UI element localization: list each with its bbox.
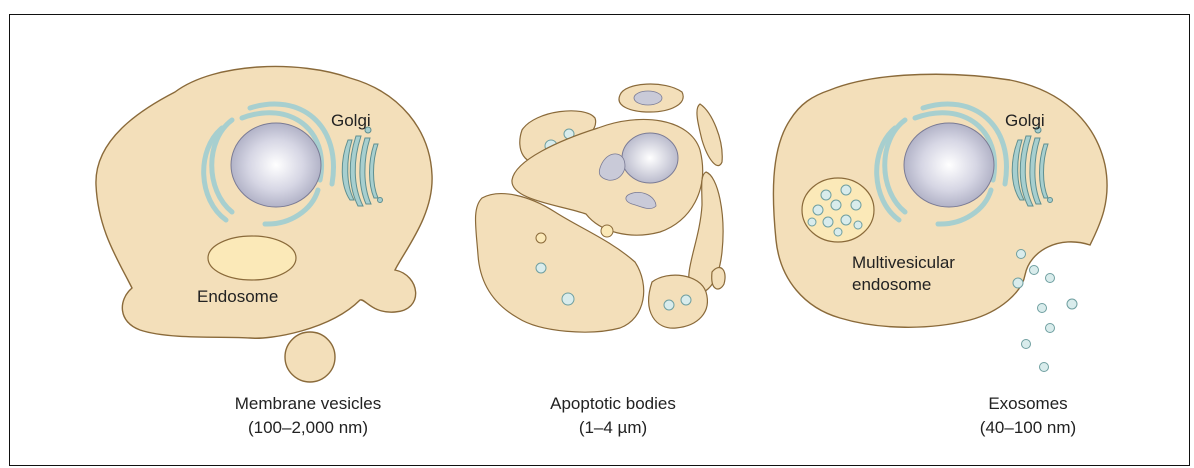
small-fragment <box>712 268 725 289</box>
fragment-vesicle <box>634 91 662 105</box>
golgi-label: Golgi <box>1005 110 1045 132</box>
caption-apoptotic-bodies: Apoptotic bodies (1–4 µm) <box>503 392 723 440</box>
multivesicular-label: Multivesicular <box>852 252 955 274</box>
multivesicular-endosome <box>802 178 874 242</box>
golgi-label: Golgi <box>331 110 371 132</box>
caption-size: (1–4 µm) <box>503 416 723 440</box>
nucleus <box>904 123 994 207</box>
caption-title: Membrane vesicles <box>198 392 418 416</box>
caption-size: (40–100 nm) <box>918 416 1138 440</box>
cell-exosomes <box>773 74 1107 371</box>
bottom-right-fragment <box>649 275 708 328</box>
endosome <box>208 236 296 280</box>
endosome-label: endosome <box>852 274 931 296</box>
nucleus-fragment <box>622 133 678 183</box>
endosome-label: Endosome <box>197 286 278 308</box>
caption-title: Exosomes <box>918 392 1138 416</box>
caption-size: (100–2,000 nm) <box>198 416 418 440</box>
released-vesicle <box>285 332 335 382</box>
caption-exosomes: Exosomes (40–100 nm) <box>918 392 1138 440</box>
cell-apoptotic <box>476 84 726 332</box>
cell-membrane-vesicles <box>96 66 432 382</box>
nucleus <box>231 123 321 207</box>
caption-title: Apoptotic bodies <box>503 392 723 416</box>
caption-membrane-vesicles: Membrane vesicles (100–2,000 nm) <box>198 392 418 440</box>
